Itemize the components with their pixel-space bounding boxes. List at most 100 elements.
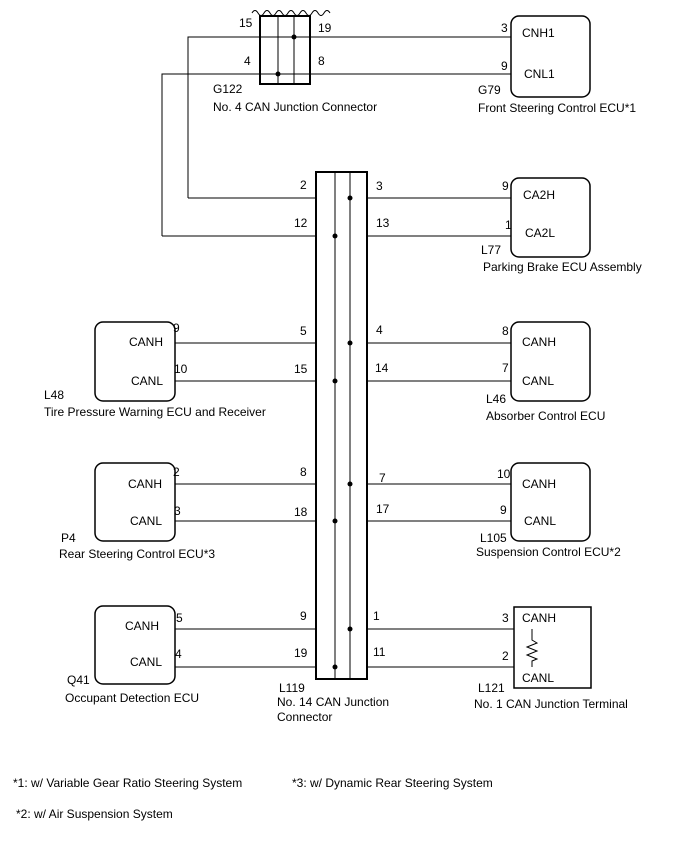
l119-pin: 19 [294,646,308,660]
l46-name: Absorber Control ECU [486,409,605,423]
l48-id: L48 [44,388,64,402]
wire-g122-canh [187,36,511,198]
l119-pin: 2 [300,178,307,192]
l119-pin: 14 [375,361,389,375]
q41-ecu: 5 4 CANH CANL Q41 Occupant Detection ECU [65,605,199,705]
l77-pin-l: 1 [505,218,512,232]
l121-box [513,606,592,689]
l48-box [94,321,176,402]
wire-g122-canl [161,73,511,236]
l119-pin: 3 [376,179,383,193]
l121-id: L121 [478,681,505,695]
g79-pin-l: 9 [501,59,508,73]
g79-name: Front Steering Control ECU*1 [478,101,636,115]
l119-splice [332,378,338,384]
l77-id: L77 [481,243,501,257]
l48-label-h: CANH [129,335,163,349]
l105-ecu: 10 9 CANH CANL L105 Suspension Control E… [476,462,621,559]
footnote-2: *2: w/ Air Suspension System [16,807,173,821]
l119-splice [332,518,338,524]
g122-shield-top [251,10,331,16]
l77-label-h: CA2H [523,188,555,202]
g122-id: G122 [213,82,243,96]
l119-name-line1: No. 14 CAN Junction [277,695,389,709]
g79-id: G79 [478,83,501,97]
l119-pin: 1 [373,609,380,623]
q41-id: Q41 [67,673,90,687]
l105-name: Suspension Control ECU*2 [476,545,621,559]
p4-pin-l: 3 [174,504,181,518]
l121-name: No. 1 CAN Junction Terminal [474,697,628,711]
l119-splice [332,664,338,670]
l119-pin: 9 [300,609,307,623]
l46-pin-h: 8 [502,324,509,338]
l77-box [510,177,591,258]
l119-name-line2: Connector [277,710,332,724]
l121-label-l: CANL [522,671,554,685]
l48-pin-l: 10 [174,362,188,376]
q41-label-h: CANH [125,619,159,633]
p4-pin-h: 2 [173,465,180,479]
l48-label-l: CANL [131,374,163,388]
q41-pin-l: 4 [175,647,182,661]
l119-splice [347,340,353,346]
l77-label-l: CA2L [525,226,555,240]
l119-pin: 15 [294,362,308,376]
footnote-1: *1: w/ Variable Gear Ratio Steering Syst… [13,776,242,790]
q41-label-l: CANL [130,655,162,669]
l119-connector: 2 3 12 13 5 4 15 14 8 7 18 17 9 1 19 11 … [277,171,390,724]
p4-label-l: CANL [130,514,162,528]
g79-ecu: 3 9 CNH1 CNL1 G79 Front Steering Control… [478,15,636,115]
g122-connector: 15 19 4 8 G122 No. 4 CAN Junction Connec… [213,10,377,114]
l46-ecu: 8 7 CANH CANL L46 Absorber Control ECU [486,321,605,423]
footnote-3: *3: w/ Dynamic Rear Steering System [292,776,493,790]
l119-splice [347,626,353,632]
g79-label-h: CNH1 [522,26,555,40]
g79-pin-h: 3 [501,21,508,35]
l119-pin: 8 [300,465,307,479]
l48-name: Tire Pressure Warning ECU and Receiver [44,405,266,419]
p4-label-h: CANH [128,477,162,491]
l119-pin: 7 [379,471,386,485]
l77-name: Parking Brake ECU Assembly [483,260,642,274]
g122-pin-19: 19 [318,21,332,35]
l46-label-l: CANL [522,374,554,388]
l119-splice [347,481,353,487]
l119-splice [332,233,338,239]
p4-ecu: 2 3 CANH CANL P4 Rear Steering Control E… [59,462,215,561]
l119-box [315,171,368,680]
l105-label-h: CANH [522,477,556,491]
l46-pin-l: 7 [502,361,509,375]
g79-box [510,15,591,98]
l121-terminal: 3 2 CANH CANL L121 No. 1 CAN Junction Te… [474,606,628,711]
g122-box [259,15,311,85]
l119-pin: 4 [376,323,383,337]
l105-box [510,462,591,542]
g122-pin-8: 8 [318,54,325,68]
g122-name: No. 4 CAN Junction Connector [213,100,377,114]
l119-pin: 11 [373,645,386,659]
l105-label-l: CANL [524,514,556,528]
l119-pin: 17 [376,502,390,516]
l105-pin-l: 9 [500,503,507,517]
footnotes: *1: w/ Variable Gear Ratio Steering Syst… [13,776,493,821]
l105-pin-h: 10 [497,467,511,481]
l119-pin: 13 [376,216,390,230]
p4-id: P4 [61,531,76,545]
l119-splice [347,195,353,201]
l121-label-h: CANH [522,611,556,625]
p4-box [94,462,176,542]
g122-pin-15: 15 [239,16,253,30]
q41-box [94,605,176,685]
l121-terminating-resistor [525,629,539,667]
l46-id: L46 [486,392,506,406]
l121-pin-h: 3 [502,611,509,625]
l119-pin: 18 [294,505,308,519]
l119-id: L119 [279,681,305,695]
l121-pin-l: 2 [502,649,509,663]
g79-label-l: CNL1 [524,67,555,81]
l77-ecu: 9 1 CA2H CA2L L77 Parking Brake ECU Asse… [481,177,642,274]
p4-name: Rear Steering Control ECU*3 [59,547,215,561]
l48-pin-h: 9 [173,321,180,335]
